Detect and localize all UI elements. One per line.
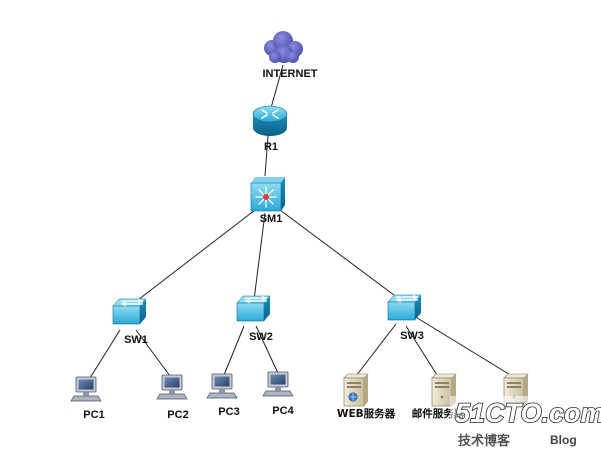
pc4-node[interactable]: PC4 [262, 371, 295, 417]
link-sm1-sw3 [279, 209, 399, 299]
cloud-icon [264, 31, 303, 63]
server-icon [431, 373, 457, 407]
link-sw2-pc3 [223, 325, 245, 376]
watermark-tagline: 技术博客 [458, 433, 511, 449]
link-sw1-pc2 [135, 329, 171, 377]
switch-icon [387, 294, 422, 321]
web-server-node[interactable]: WEB服务器 [337, 373, 396, 420]
site-watermark: 51CTO.com 技术博客 Blog [450, 396, 601, 456]
link-sw3-server3 [413, 315, 513, 377]
link-r1-sm1 [264, 135, 269, 177]
watermark-blog: Blog [550, 433, 577, 447]
switch-sw1-node[interactable]: SW1 [112, 298, 148, 346]
watermark-site: 51CTO.com [455, 398, 601, 428]
internet-node[interactable]: INTERNET [263, 31, 318, 80]
pc-icon [206, 373, 238, 399]
link-sm1-sw2 [253, 212, 266, 301]
link-lines [89, 64, 513, 379]
router-r1-node[interactable]: R1 [252, 105, 288, 153]
switch-icon [112, 298, 147, 325]
pc-icon [262, 371, 294, 397]
switch-sw2-node[interactable]: SW2 [236, 295, 273, 343]
node-label: R1 [264, 141, 278, 153]
link-sw2-pc4 [255, 325, 279, 374]
server-icon [343, 373, 369, 407]
pc-icon [70, 376, 102, 402]
link-sw1-pc1 [89, 329, 121, 379]
link-sm1-sw1 [133, 209, 256, 304]
node-label: PC1 [83, 409, 104, 421]
node-label: PC2 [167, 409, 188, 421]
multilayer-switch-icon [250, 177, 285, 212]
switch-sw3-node[interactable]: SW3 [387, 294, 424, 342]
link-sw3-web-server [355, 323, 397, 377]
pc2-node[interactable]: PC2 [156, 374, 189, 421]
pc3-node[interactable]: PC3 [206, 373, 240, 418]
node-label: SM1 [260, 213, 283, 225]
node-label: WEB服务器 [337, 407, 396, 420]
watermark-backdrop [450, 396, 590, 456]
node-label: SW1 [124, 334, 148, 346]
switch-icon [236, 295, 271, 322]
node-label: INTERNET [263, 68, 318, 80]
pc-icon [156, 374, 188, 400]
link-sw3-mail-server [405, 325, 438, 376]
node-label: SW3 [400, 330, 424, 342]
router-icon [252, 105, 288, 136]
pc1-node[interactable]: PC1 [70, 376, 105, 421]
node-label: PC4 [272, 405, 294, 417]
link-internet-r1 [270, 64, 284, 109]
node-label: SW2 [249, 331, 273, 343]
multilayer-switch-sm1-node[interactable]: SM1 [250, 177, 285, 225]
node-label: PC3 [218, 406, 239, 418]
